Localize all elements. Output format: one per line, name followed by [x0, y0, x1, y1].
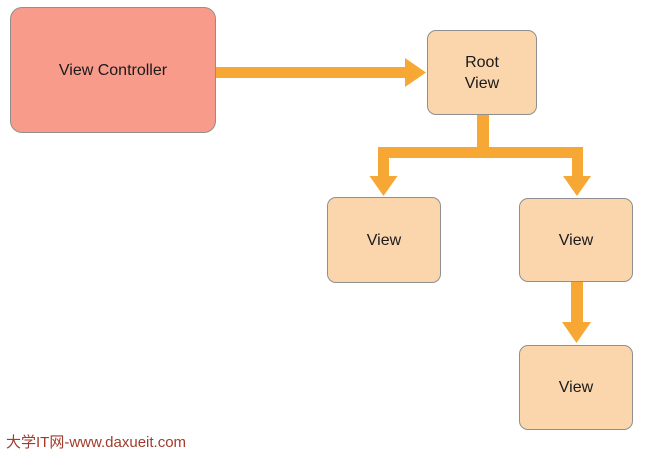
arrowhead-right-icon: [405, 58, 426, 87]
arrowhead-down-right-icon: [563, 176, 591, 196]
edge-right-leg: [572, 147, 583, 178]
node-label: View: [366, 231, 402, 249]
node-view-controller: View Controller: [10, 7, 216, 133]
node-label: View: [558, 231, 594, 249]
edge-rightview-to-bottomview: [562, 282, 591, 343]
edge-rootview-to-subviews: [369, 114, 591, 196]
node-root-view: Root View: [427, 30, 537, 115]
node-label-line2: View: [464, 74, 500, 92]
arrowhead-down-icon: [562, 322, 591, 343]
watermark: 大学IT网-www.daxueit.com: [6, 434, 187, 451]
node-label-line1: Root: [465, 53, 499, 71]
edge-shaft: [216, 67, 406, 78]
node-view-bottom: View: [519, 345, 633, 430]
node-label: View Controller: [58, 61, 168, 79]
arrowhead-down-left-icon: [369, 176, 398, 196]
edge-shaft: [571, 282, 583, 324]
node-view-left: View: [327, 197, 441, 283]
edge-controller-to-rootview: [216, 58, 426, 87]
edge-crossbar: [378, 147, 583, 158]
node-view-right: View: [519, 198, 633, 282]
edge-left-leg: [378, 147, 389, 178]
node-label: View: [558, 379, 594, 396]
